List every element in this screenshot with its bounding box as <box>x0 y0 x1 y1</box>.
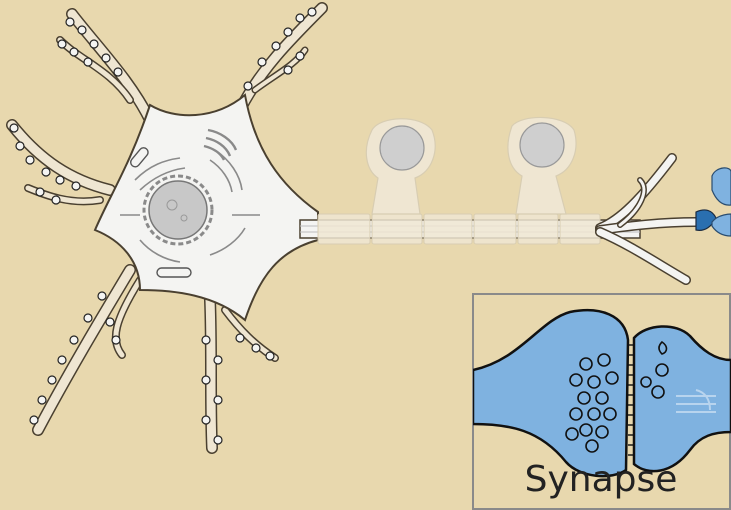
dendrite-upper-right <box>234 2 328 116</box>
nucleus <box>142 174 214 246</box>
dendritic-spines <box>9 7 317 445</box>
dendrite-upper-left <box>56 8 156 126</box>
golgi-apparatus <box>203 128 238 161</box>
synapse-label: Synapse <box>524 459 678 500</box>
dendrite-left <box>6 119 116 206</box>
axon-terminal <box>595 153 701 285</box>
postsynaptic-vesicles <box>640 340 669 399</box>
synaptic-vesicles <box>565 353 619 453</box>
synapse-inset <box>472 293 731 510</box>
schwann-cell-2 <box>507 116 577 215</box>
mitochondria <box>130 147 192 278</box>
postsynaptic-terminal <box>632 325 731 473</box>
dendrite-lower-left <box>32 264 144 436</box>
dendrites <box>6 2 328 454</box>
dendrite-lower-right <box>204 294 279 454</box>
receptors <box>628 344 634 456</box>
schwann-cell-1 <box>365 118 436 215</box>
myelin-sheath <box>317 213 601 245</box>
endoplasmic-reticulum <box>120 149 260 263</box>
terminal-synapse <box>695 167 731 237</box>
postsynaptic-organelle <box>676 389 716 413</box>
cell-body <box>93 93 319 322</box>
